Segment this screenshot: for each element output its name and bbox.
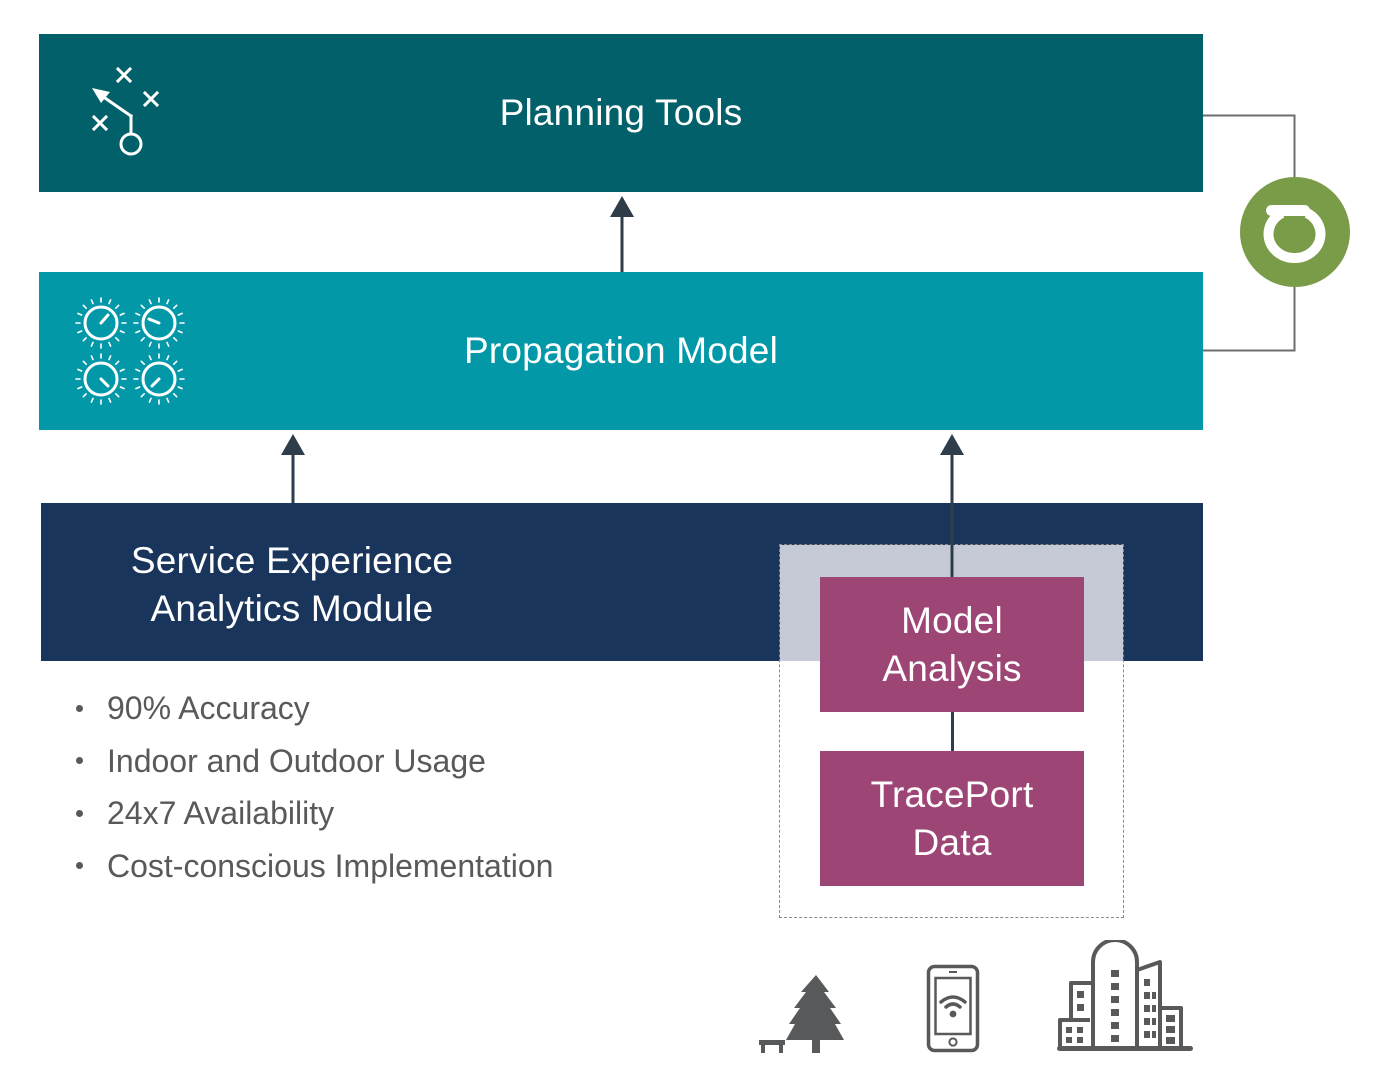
- feature-text: 90% Accuracy: [107, 690, 310, 726]
- planning-tools-label: Planning Tools: [499, 92, 743, 133]
- planning-tools-box: Planning Tools: [39, 34, 1203, 192]
- feature-item: Cost-conscious Implementation: [72, 840, 553, 893]
- connector-traceport-to-model: [951, 711, 954, 752]
- traceport-data-label-line2: Data: [912, 821, 992, 863]
- feature-text: 24x7 Availability: [107, 795, 335, 831]
- model-analysis-label-line2: Analysis: [882, 647, 1022, 689]
- features-list: 90% Accuracy Indoor and Outdoor Usage 24…: [72, 682, 553, 892]
- feature-text: Cost-conscious Implementation: [107, 847, 554, 884]
- bullet-icon: [76, 809, 83, 817]
- service-experience-label: Service Experience Analytics Module: [41, 537, 543, 633]
- arrow-model-to-propagation: [939, 434, 965, 578]
- smartphone-wifi-icon: [926, 964, 980, 1054]
- traceport-data-box: TracePort Data: [820, 751, 1084, 886]
- service-experience-label-line1: Service Experience: [130, 540, 454, 581]
- feature-item: 90% Accuracy: [72, 682, 553, 735]
- arrow-service-to-propagation: [280, 434, 306, 503]
- traceport-data-label-line1: TracePort: [870, 773, 1034, 815]
- play-diagram-icon: [84, 64, 166, 160]
- arrow-propagation-to-planning: [609, 196, 635, 272]
- bullet-icon: [76, 862, 83, 870]
- dials-icon: [74, 296, 188, 406]
- model-analysis-box: Model Analysis: [820, 577, 1084, 712]
- service-experience-label-line2: Analytics Module: [150, 588, 434, 629]
- bullet-icon: [76, 757, 83, 765]
- propagation-model-box: Propagation Model: [39, 272, 1203, 430]
- model-analysis-label-line1: Model: [901, 599, 1003, 641]
- feature-item: Indoor and Outdoor Usage: [72, 735, 553, 788]
- city-buildings-icon: [1055, 940, 1195, 1056]
- feature-text: Indoor and Outdoor Usage: [107, 742, 486, 779]
- bullet-icon: [76, 704, 83, 712]
- loop-circle-icon: [1240, 177, 1350, 287]
- feature-item: 24x7 Availability: [72, 787, 553, 840]
- propagation-model-label: Propagation Model: [464, 330, 778, 371]
- tree-bench-icon: [757, 972, 847, 1054]
